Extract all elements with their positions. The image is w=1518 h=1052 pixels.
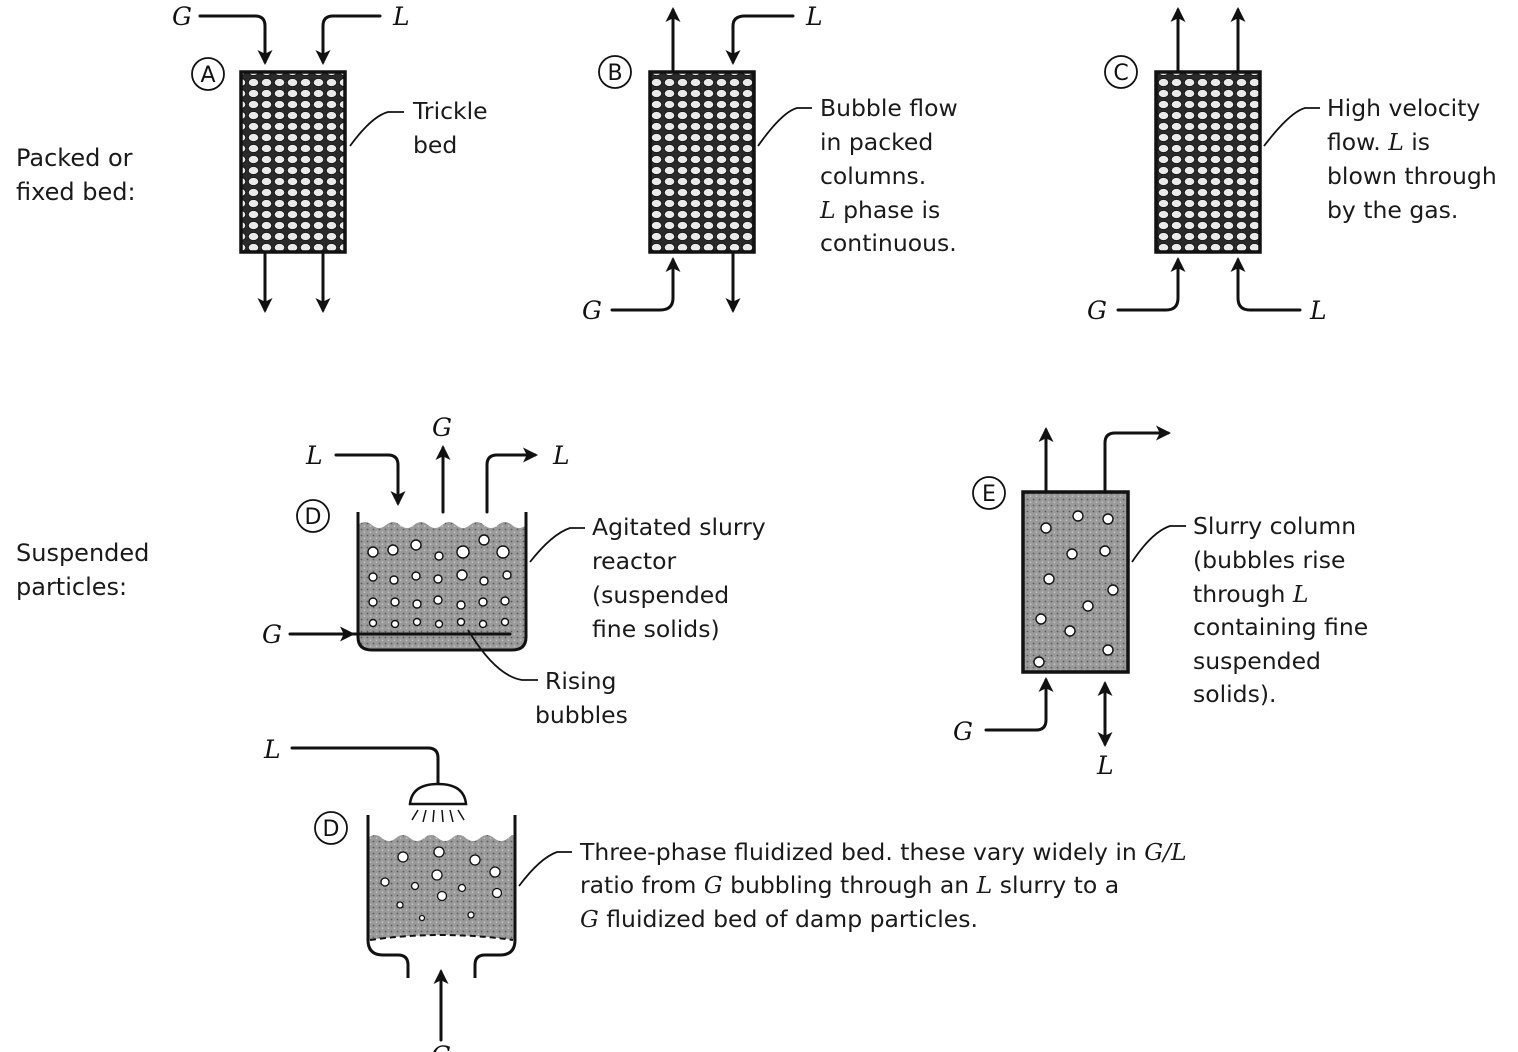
flow-label-liquid-in: L <box>263 735 281 764</box>
flow-label-liquid-in: L <box>805 2 823 31</box>
vessel-wall <box>356 512 528 652</box>
flow-label-gas-in: G <box>431 1041 451 1052</box>
flow-label-gas-in: G <box>262 620 282 649</box>
flow-label-liquid-in: L <box>305 441 323 470</box>
vessel-wall-left <box>366 815 410 978</box>
reactor-tag-circle <box>972 476 1006 510</box>
flow-label-liquid: L <box>1096 751 1114 780</box>
shower-head-icon <box>408 782 468 823</box>
flow-label-liquid-in: L <box>392 2 410 31</box>
reactor-tag-circle <box>598 55 632 89</box>
label-slurry-column-4: containing fine <box>1193 613 1368 641</box>
label-slurry-column-5: suspended <box>1193 647 1321 675</box>
flow-label-gas-in: G <box>582 296 602 325</box>
label-fluidized-bed-3: G fluidized bed of damp particles. <box>580 905 978 933</box>
label-agitated-slurry-3: (suspended <box>592 581 729 609</box>
bubble-cluster <box>380 846 503 922</box>
label-trickle-bed-2: bed <box>413 131 457 159</box>
label-slurry-column-3: through L <box>1193 580 1308 608</box>
label-slurry-column-2: (bubbles rise <box>1193 546 1345 574</box>
flow-label-liquid-in: L <box>1309 296 1327 325</box>
reactor-tag-d: D <box>323 817 340 842</box>
packed-bed-column <box>648 70 756 254</box>
section-label-suspended-2: particles: <box>16 573 127 601</box>
slurry-column <box>1021 490 1130 674</box>
bubble-cluster <box>367 534 512 629</box>
flow-label-gas-out: G <box>432 413 452 442</box>
reactor-tag-circle <box>1104 55 1138 89</box>
label-agitated-slurry-2: reactor <box>592 547 677 575</box>
reactor-d-fluidized-bed: L G D Three-phase fluidized bed. these v… <box>263 735 1187 1052</box>
label-bubble-flow-5: continuous. <box>820 229 957 257</box>
packed-bed-column <box>239 70 347 254</box>
label-rising-bubbles-2: bubbles <box>535 701 628 729</box>
label-slurry-column-1: Slurry column <box>1193 512 1356 540</box>
packed-bed-column <box>1154 70 1262 254</box>
reactor-e: G L E Slurry column (bubbles rise throug… <box>953 425 1368 780</box>
reactor-tag-d: D <box>305 505 322 530</box>
reactor-tag-circle <box>314 811 348 845</box>
label-agitated-slurry-1: Agitated slurry <box>592 513 766 541</box>
label-agitated-slurry-4: fine solids) <box>592 615 720 643</box>
label-high-velocity-2: flow. L is <box>1327 128 1430 156</box>
reactor-a: G L A Trickle bed <box>172 2 488 313</box>
label-high-velocity-4: by the gas. <box>1327 196 1458 224</box>
slurry-liquid <box>358 522 526 650</box>
label-bubble-flow-3: columns. <box>820 162 926 190</box>
label-fluidized-bed-2: ratio from G bubbling through an L slurr… <box>580 871 1119 899</box>
reactor-tag-circle <box>191 57 225 91</box>
reactor-b: L G B Bubble flow in packed columns. L p… <box>582 2 958 325</box>
label-bubble-flow-1: Bubble flow <box>820 94 958 122</box>
bubble-cluster <box>1033 510 1119 668</box>
label-rising-bubbles-1: Rising <box>545 667 616 695</box>
distributor-plate <box>369 934 514 941</box>
flow-label-gas-in: G <box>1087 296 1107 325</box>
label-bubble-flow-2: in packed <box>820 128 933 156</box>
section-label-packed-1: Packed or <box>16 144 133 172</box>
reactor-tag-circle <box>296 499 330 533</box>
reactor-tag-a: A <box>200 63 215 88</box>
section-label-suspended-1: Suspended <box>16 539 149 567</box>
label-high-velocity-1: High velocity <box>1327 94 1480 122</box>
label-high-velocity-3: blown through <box>1327 162 1497 190</box>
vessel-wall-right <box>473 815 517 978</box>
reactor-d-agitated-slurry: L G L G D Agitated slurry reactor (suspe… <box>262 413 766 729</box>
flow-label-liquid-out: L <box>552 441 570 470</box>
reactor-tag-b: B <box>607 61 622 86</box>
reactor-c: G L C High velocity flow. L is blown thr… <box>1087 7 1497 325</box>
section-label-packed-2: fixed bed: <box>16 178 136 206</box>
flow-label-gas-in: G <box>172 2 192 31</box>
flow-label-gas-in: G <box>953 717 973 746</box>
label-bubble-flow-4: L phase is <box>819 196 940 224</box>
reactor-tag-c: C <box>1113 61 1128 86</box>
label-trickle-bed-1: Trickle <box>412 97 488 125</box>
reactor-tag-e: E <box>982 482 996 507</box>
label-fluidized-bed-1: Three-phase fluidized bed. these vary wi… <box>579 838 1187 866</box>
label-slurry-column-6: solids). <box>1193 680 1276 708</box>
